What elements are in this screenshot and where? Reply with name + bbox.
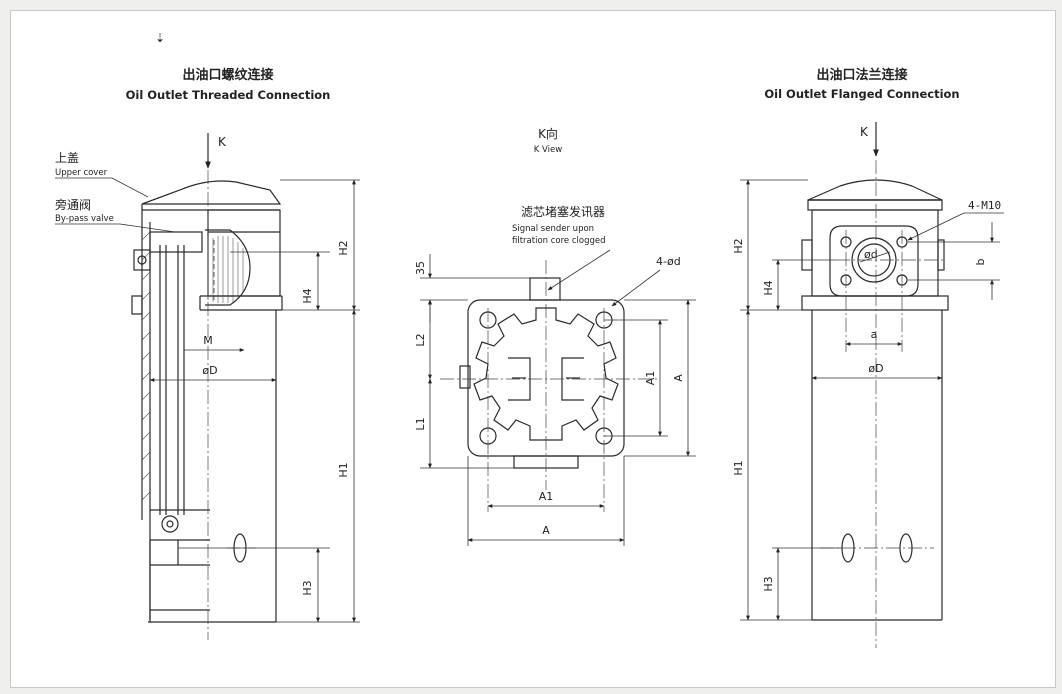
flanged-dim-h1: H1 <box>732 460 745 475</box>
dim-h2: H2 <box>337 240 350 255</box>
threaded-title-en: Oil Outlet Threaded Connection <box>126 88 331 102</box>
holes-label: 4-ød <box>656 255 681 268</box>
signal-cn: 滤芯堵塞发讯器 <box>521 204 605 219</box>
flanged-title-en: Oil Outlet Flanged Connection <box>764 87 959 101</box>
signal-en-1: Signal sender upon <box>512 224 594 234</box>
flanged-dim-b: b <box>974 258 987 265</box>
dim-h3: H3 <box>301 580 314 595</box>
bypass-cn: 旁通阀 <box>55 197 91 212</box>
dim-35: 35 <box>414 261 427 275</box>
threaded-view: 出油口螺纹连接 Oil Outlet Threaded Connection K… <box>55 67 360 640</box>
dim-a1-vertical: A1 <box>644 371 657 386</box>
flanged-dim-a: a <box>871 328 878 341</box>
dim-m: M <box>203 334 213 347</box>
signal-en-2: filtration core clogged <box>512 236 606 246</box>
flanged-title-cn: 出油口法兰连接 <box>816 67 907 83</box>
flanged-dim-diameter: øD <box>868 362 883 375</box>
dim-l2: L2 <box>414 333 427 346</box>
dim-a1-horizontal: A1 <box>539 490 554 503</box>
flanged-dim-h3: H3 <box>762 576 775 591</box>
kview-title-cn: K向 <box>538 126 558 141</box>
flanged-dim-h2: H2 <box>732 238 745 253</box>
k-label-right: K <box>860 125 869 139</box>
kview-title-en: K View <box>534 145 562 155</box>
dim-a-horizontal: A <box>542 524 550 537</box>
dim-diameter: øD <box>202 364 217 377</box>
flanged-view: 出油口法兰连接 Oil Outlet Flanged Connection K … <box>732 67 1004 648</box>
upper-cover-en: Upper cover <box>55 168 108 178</box>
tick-mark: ⇣ <box>155 31 165 45</box>
k-label: K <box>218 135 227 149</box>
bolts-label: 4-M10 <box>968 199 1001 212</box>
upper-cover-cn: 上盖 <box>55 151 79 165</box>
k-view: K向 K View 滤芯堵塞发讯器 Signal sender upon fil… <box>414 126 696 546</box>
dim-h1: H1 <box>337 462 350 477</box>
bypass-en: By-pass valve <box>55 214 114 224</box>
flange-d-label: ød <box>864 248 878 261</box>
dim-h4: H4 <box>301 288 314 303</box>
flanged-dim-h4: H4 <box>762 280 775 295</box>
dim-l1: L1 <box>414 417 427 430</box>
threaded-title-cn: 出油口螺纹连接 <box>182 67 273 83</box>
dim-a-vertical: A <box>672 374 685 382</box>
